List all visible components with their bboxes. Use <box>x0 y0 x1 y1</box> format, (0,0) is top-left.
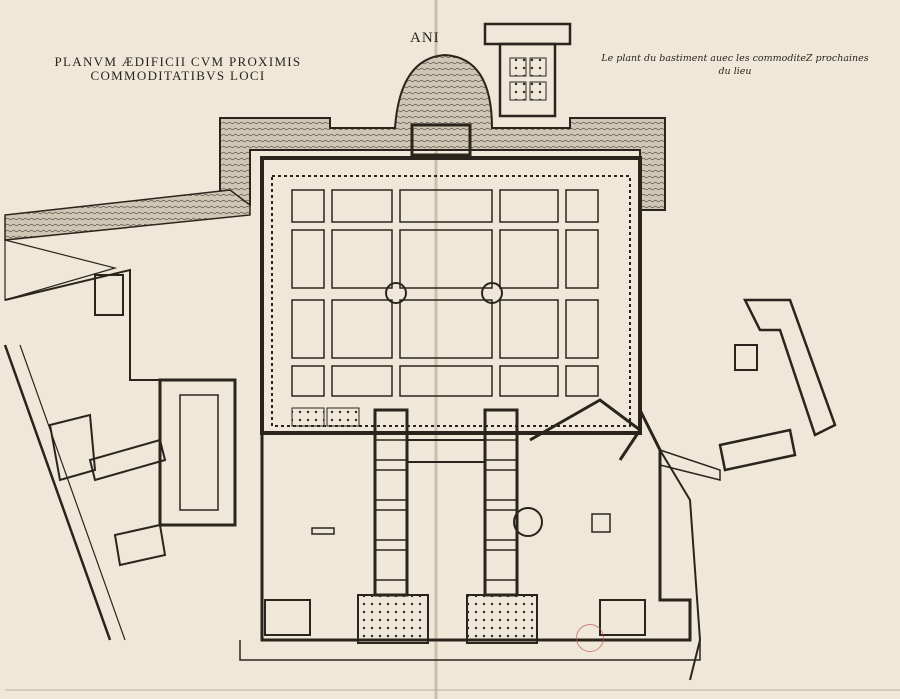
lower-wings <box>260 398 692 644</box>
moat <box>4 53 666 241</box>
library-stamp <box>576 624 604 652</box>
left-outbuildings <box>3 239 237 641</box>
latin-title: PLANVM ÆDIFICII CVM PROXIMIS COMMODITATI… <box>38 55 318 83</box>
french-title: Le plant du bastiment auec les commodite… <box>600 52 870 78</box>
french-title-line-1: Le plant du bastiment auec les commodite… <box>601 53 869 64</box>
main-courtyard <box>260 123 642 435</box>
fountain <box>481 282 503 304</box>
river-label: ANI <box>410 30 440 46</box>
outer-wall <box>239 640 701 661</box>
latin-title-line-1: PLANVM ÆDIFICII CVM PROXIMIS <box>54 54 302 69</box>
right-outbuildings <box>639 298 837 681</box>
top-pavilion <box>483 22 572 118</box>
fountain <box>385 282 407 304</box>
latin-title-line-2: COMMODITATIBVS LOCI <box>90 68 266 83</box>
french-title-line-2: du lieu <box>718 66 752 77</box>
